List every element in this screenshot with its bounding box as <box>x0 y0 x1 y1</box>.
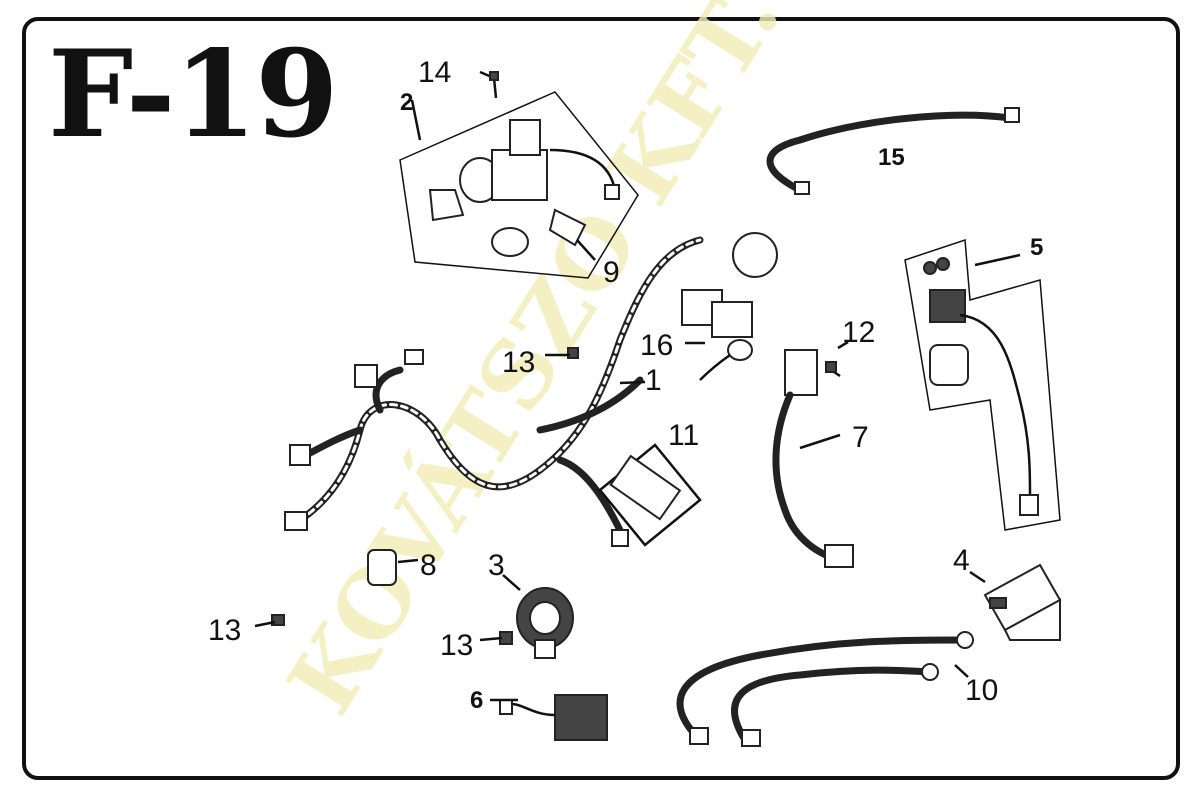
horn-3 <box>516 587 574 659</box>
leader-lines <box>254 99 1021 702</box>
callout-labels: 1 2 3 4 5 6 7 8 9 10 11 12 13 13 13 14 1… <box>208 56 1043 714</box>
label-7: 7 <box>852 421 869 454</box>
label-8: 8 <box>420 549 437 582</box>
bolts-13 <box>271 347 579 645</box>
relays-16 <box>681 232 778 381</box>
ignition-switch-group <box>399 91 639 279</box>
label-3: 3 <box>488 549 505 582</box>
label-2: 2 <box>400 89 413 116</box>
label-14: 14 <box>418 56 451 89</box>
label-4: 4 <box>953 544 970 577</box>
starter-relay-group <box>904 238 1061 531</box>
label-1: 1 <box>645 364 662 397</box>
label-13-top: 13 <box>502 346 535 379</box>
label-5: 5 <box>1030 234 1043 261</box>
battery-4 <box>983 563 1062 641</box>
label-16: 16 <box>640 329 673 362</box>
fuse-box-11 <box>598 443 702 547</box>
label-12: 12 <box>842 316 875 349</box>
label-11: 11 <box>668 419 699 452</box>
label-9: 9 <box>603 256 620 289</box>
page-title: F-19 <box>48 24 339 165</box>
bolt-14 <box>479 70 499 99</box>
ignition-coil-7 <box>772 349 854 568</box>
wiring-harness <box>284 236 704 547</box>
battery-cables-10 <box>676 631 974 747</box>
switch-8 <box>367 549 397 586</box>
regulator-6 <box>499 694 608 741</box>
diagram-frame <box>22 17 1180 780</box>
label-10: 10 <box>965 674 998 707</box>
label-13-horn: 13 <box>440 629 473 662</box>
label-13-left: 13 <box>208 614 241 647</box>
label-15: 15 <box>878 144 905 171</box>
label-6: 6 <box>470 687 483 714</box>
cable-15 <box>766 107 1020 195</box>
bolt-12 <box>825 361 841 378</box>
